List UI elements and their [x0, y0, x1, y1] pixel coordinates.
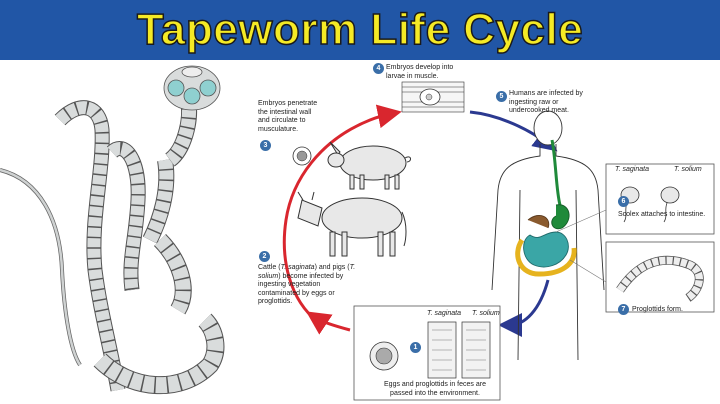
- human-illustration: [491, 110, 605, 361]
- label-solium-eggs: T. solium: [472, 310, 500, 317]
- step-label-6: Scolex attaches to intestine.: [618, 211, 706, 218]
- tapeworm-illustration: [0, 65, 225, 394]
- page-title: Tapeworm Life Cycle: [136, 4, 584, 55]
- cycle-arrow-blue-bottom: [498, 279, 550, 337]
- step-badge-4: 4: [373, 63, 384, 74]
- scolex-inset-box: [555, 163, 715, 235]
- step-label-5: Humans are infected by ingesting raw or …: [509, 90, 583, 114]
- step-badge-1: 1: [410, 342, 421, 353]
- sucker: [199, 79, 217, 97]
- eggs-inset-box: [353, 305, 501, 401]
- step-label-7: Proglottids form.: [632, 306, 683, 313]
- label-saginata-top: T. saginata: [615, 166, 649, 173]
- title-banner: [0, 0, 720, 60]
- label-saginata-eggs: T. saginata: [427, 310, 461, 317]
- cycle-arrow-red: [282, 104, 402, 324]
- sucker: [167, 79, 185, 97]
- life-cycle-illustration: [0, 65, 715, 401]
- sucker: [183, 87, 201, 105]
- step-label-4: Embryos develop into larvae in muscle.: [386, 64, 454, 80]
- step-label-1: Eggs and proglottids in feces are passed…: [384, 381, 486, 397]
- pig-illustration: [327, 141, 411, 190]
- proglottids-inset-box: [569, 241, 715, 313]
- step-badge-7: 7: [618, 304, 629, 315]
- step-label-2: Cattle (T. saginata) and pigs (T. solium…: [258, 264, 356, 305]
- rostellum: [181, 66, 203, 78]
- muscle-larva-illustration: [401, 81, 465, 113]
- step-badge-5: 5: [496, 91, 507, 102]
- tapeworm-neck-strand: [0, 168, 82, 367]
- step-badge-2: 2: [259, 251, 270, 262]
- label-solium-top: T. solium: [674, 166, 702, 173]
- step-badge-6: 6: [618, 196, 629, 207]
- step-label-3: Embryos penetrate the intestinal wall an…: [258, 100, 318, 133]
- cycle-arrow-red-lower: [306, 311, 351, 335]
- step-badge-3: 3: [260, 140, 271, 151]
- cow-illustration: [297, 191, 407, 257]
- embryo-illustration: [292, 146, 312, 166]
